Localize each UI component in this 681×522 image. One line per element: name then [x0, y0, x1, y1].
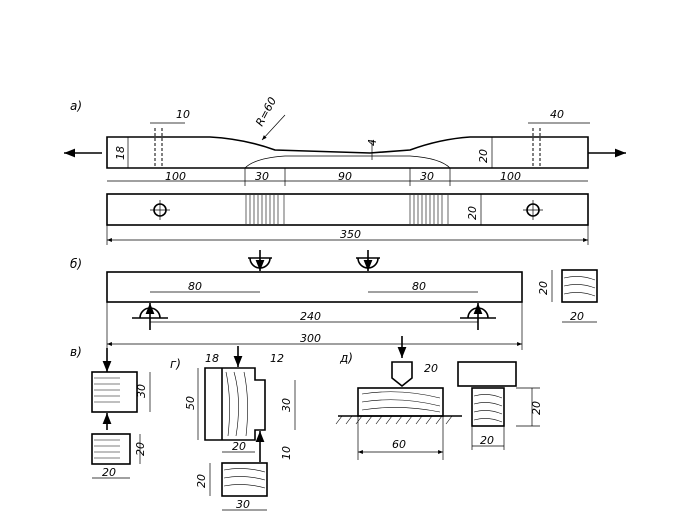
specimen-neck-curve — [244, 155, 451, 169]
support-right — [460, 303, 496, 330]
dim-20-d: 20 — [424, 362, 438, 375]
tension-specimen-top — [106, 136, 589, 169]
dim-100-left: 100 — [165, 170, 186, 183]
tension-specimen-side — [106, 193, 589, 226]
dim-20-top: 20 — [134, 442, 147, 456]
dim-30-left: 30 — [255, 170, 269, 183]
hatch-left — [245, 195, 285, 224]
dim-100-right: 100 — [500, 170, 521, 183]
panel-label-g: г) — [170, 357, 181, 371]
shear-specimen — [204, 367, 266, 441]
dim-40: 40 — [550, 108, 564, 121]
dim-20-section-w: 20 — [570, 310, 584, 323]
compression-specimen — [91, 371, 138, 413]
panel-label-a: а) — [70, 99, 82, 113]
load-point-left — [248, 250, 272, 271]
dim-80-right: 80 — [412, 280, 426, 293]
dim-30-b: 30 — [236, 498, 250, 511]
dim-20-width: 20 — [102, 466, 116, 479]
bending-beam — [106, 271, 523, 303]
compression-specimen-small — [91, 433, 131, 465]
dim-300: 300 — [300, 332, 321, 345]
panel-label-v: в) — [70, 345, 82, 359]
dim-50: 50 — [184, 396, 197, 410]
pin-hole-left — [150, 200, 170, 220]
dim-20-side: 20 — [466, 206, 479, 220]
dim-20-d-w: 20 — [480, 434, 494, 447]
dim-30: 30 — [135, 384, 148, 398]
dim-10: 10 — [280, 446, 293, 460]
dim-10: 10 — [176, 108, 190, 121]
dim-20-section-h: 20 — [537, 281, 550, 295]
dim-240: 240 — [300, 310, 321, 323]
load-point-right — [356, 250, 380, 271]
panel-label-b: б) — [70, 257, 82, 271]
dim-90: 90 — [338, 170, 352, 183]
support-left — [132, 303, 168, 330]
hardness-block — [471, 387, 505, 427]
dim-12: 12 — [270, 352, 284, 365]
bending-cross-section — [561, 269, 598, 303]
dim-18: 18 — [205, 352, 219, 365]
hardness-platen — [457, 361, 517, 387]
dim-20-b: 20 — [195, 474, 208, 488]
dim-80-left: 80 — [188, 280, 202, 293]
hatch-right — [409, 195, 449, 224]
dim-60: 60 — [392, 438, 406, 451]
dim-radius: R=60 — [253, 95, 279, 128]
dim-350: 350 — [340, 228, 361, 241]
panel-label-d: д) — [339, 351, 353, 365]
indenter-load — [391, 336, 413, 388]
dim-4: 4 — [366, 139, 379, 146]
dim-30-right: 30 — [420, 170, 434, 183]
dim-20-d-h: 20 — [530, 401, 543, 415]
dim-20-right: 20 — [477, 149, 490, 163]
radius-leader — [261, 114, 286, 141]
dim-30-g: 30 — [280, 398, 293, 412]
dim-20-g: 20 — [232, 440, 246, 453]
dim-18: 18 — [114, 146, 127, 160]
shear-cross-section — [221, 462, 268, 497]
pin-hole-right — [523, 200, 543, 220]
